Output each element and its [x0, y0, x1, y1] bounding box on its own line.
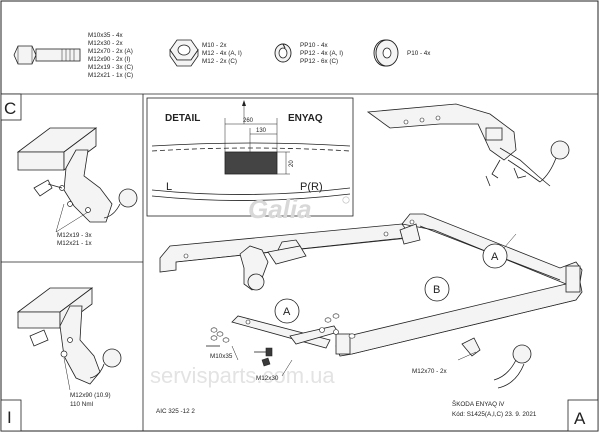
- panel-c-bolt-spec: M12x21 - 1x: [57, 240, 92, 247]
- bolt-spec: M12x21 - 1x (C): [88, 72, 133, 79]
- bolt-list: M10x35 - 4x M12x30 - 2x M12x70 - 2x (A) …: [88, 32, 133, 79]
- watermark: servisparts.com.ua: [150, 363, 335, 388]
- nut-spec: M12 - 2x (C): [202, 58, 237, 65]
- bolt-stack-left: [206, 313, 356, 377]
- registered-mark-icon: [342, 196, 350, 204]
- bolt-m12x70-label: M12x70 - 2x: [412, 368, 447, 375]
- panel-i-torque: 110 Nml: [70, 401, 93, 408]
- panel-c-letter-box: [0, 93, 22, 121]
- bolt-spec: M12x19 - 3x (C): [88, 64, 133, 71]
- detail-title: DETAIL: [165, 113, 200, 124]
- svg-text:A: A: [491, 251, 499, 263]
- dimension-20: 20: [289, 160, 295, 167]
- drawing-code: AIC 325 -12 2: [156, 408, 195, 415]
- detail-model: ENYAQ: [288, 113, 323, 124]
- panel-a-letter-box: [567, 399, 599, 432]
- panel-i-hitch-assembly: [16, 287, 122, 391]
- callout-a-right: A: [482, 233, 517, 269]
- panel-c-hitch-assembly: [16, 127, 138, 233]
- bolt-spec: M12x30 - 2x: [88, 40, 123, 47]
- lock-washer-list: PP10 - 4x PP12 - 4x (A, I) PP12 - 6x (C): [300, 42, 343, 65]
- vehicle-model: ŠKODA ENYAQ iV: [452, 399, 505, 408]
- nut-list: M10 - 2x M12 - 4x (A, I) M12 - 2x (C): [202, 42, 242, 65]
- panel-i-letter-box: [0, 399, 22, 432]
- hex-nut-icon: [169, 39, 199, 67]
- bolt-spec: M12x90 - 2x (I): [88, 56, 130, 63]
- brand-logo: Galia: [248, 194, 312, 224]
- dimension-130: 130: [256, 128, 267, 134]
- panel-i-letter: I: [7, 408, 12, 427]
- nut-spec: M10 - 2x: [202, 42, 227, 49]
- dimension-260: 260: [243, 118, 254, 124]
- lock-washer-spec: PP12 - 6x (C): [300, 58, 338, 65]
- lock-washer-spec: PP12 - 4x (A, I): [300, 50, 343, 57]
- detail-box: DETAIL ENYAQ 260 130 20 L P(R): [146, 97, 354, 217]
- mount-plate-assembly: [231, 315, 339, 349]
- main-towbar-assembly: [159, 213, 583, 357]
- tow-hook-front: [239, 239, 307, 291]
- bumper-cutout: [224, 151, 278, 175]
- panel-a-letter: A: [574, 409, 586, 428]
- callout-a-left: A: [274, 298, 300, 324]
- svg-text:B: B: [433, 284, 440, 296]
- bolt-m12x30-label: M12x30: [256, 375, 279, 382]
- car-body-detail: [366, 103, 570, 187]
- callout-b: B: [424, 276, 450, 302]
- bolt-icon: [13, 45, 81, 65]
- detail-right-side: P(R): [300, 181, 323, 193]
- nut-spec: M12 - 4x (A, I): [202, 50, 242, 57]
- washer-spec: P10 - 4x: [407, 50, 431, 57]
- panel-i-bolt-spec: M12x90 (10.9): [70, 392, 111, 399]
- product-code: Kód: S1425(A,I,C) 23. 9. 2021: [452, 411, 537, 418]
- bolt-spec: M12x70 - 2x (A): [88, 48, 133, 55]
- svg-text:A: A: [283, 306, 291, 318]
- detail-left-side: L: [166, 181, 172, 193]
- lock-washer-icon: [274, 43, 292, 63]
- bolt-spec: M10x35 - 4x: [88, 32, 123, 39]
- lock-washer-spec: PP10 - 4x: [300, 42, 329, 49]
- flat-washer-icon: [373, 39, 399, 67]
- tow-hook-rear: [457, 337, 532, 389]
- panel-c-bolt-spec: M12x19 - 3x: [57, 232, 92, 239]
- panel-c-letter: C: [4, 99, 16, 118]
- bolt-m10x35-label: M10x35: [210, 353, 233, 360]
